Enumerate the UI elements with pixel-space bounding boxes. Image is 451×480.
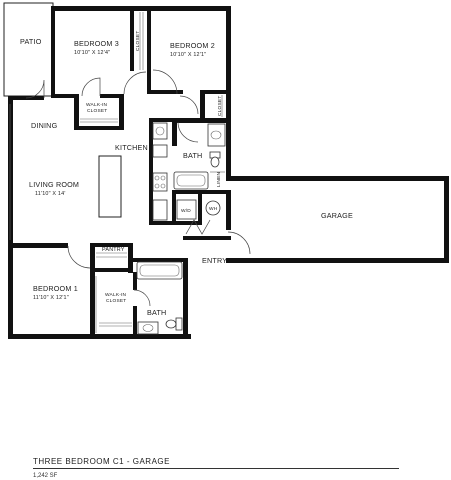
door-swings <box>25 69 251 307</box>
label-bath-upper: BATH <box>183 151 202 160</box>
label-living-room: LIVING ROOM <box>29 180 79 189</box>
label-walkin-closet-top-1: WALK-IN <box>86 102 108 108</box>
label-washer-dryer: W/D <box>181 208 191 214</box>
label-bedroom-2: BEDROOM 2 <box>170 41 215 50</box>
caption-divider <box>33 468 399 469</box>
label-patio: PATIO <box>20 37 42 46</box>
label-pantry: PANTRY <box>102 247 125 253</box>
label-bedroom-3: BEDROOM 3 <box>74 39 119 48</box>
label-water-heater: WH <box>209 206 218 212</box>
label-bedroom-3-dims: 10'10" X 12'4" <box>74 50 110 56</box>
label-living-room-dims: 11'10" X 14' <box>35 191 66 197</box>
label-bath-lower: BATH <box>147 308 166 317</box>
label-linen: LINEN <box>216 172 222 187</box>
plan-area: 1,242 SF <box>33 473 58 479</box>
label-bedroom-1-dims: 11'10" X 12'1" <box>33 295 69 301</box>
label-dining: DINING <box>31 121 58 130</box>
label-walkin-closet-top-2: CLOSET <box>87 108 107 114</box>
label-closet-top: CLOSET <box>135 31 141 51</box>
label-entry: ENTRY <box>202 256 227 265</box>
label-kitchen: KITCHEN <box>115 143 148 152</box>
label-garage: GARAGE <box>321 211 353 220</box>
plan-title: THREE BEDROOM C1 - GARAGE <box>33 457 170 466</box>
room-labels: PATIO BEDROOM 3 10'10" X 12'4" BEDROOM 2… <box>20 31 353 317</box>
label-closet-right: CLOSET <box>217 96 223 116</box>
label-bedroom-1: BEDROOM 1 <box>33 284 78 293</box>
label-walkin-closet-bottom-1: WALK-IN <box>105 292 127 298</box>
label-walkin-closet-bottom-2: CLOSET <box>106 298 126 304</box>
exterior-walls <box>3 2 449 339</box>
label-bedroom-2-dims: 10'10" X 12'1" <box>170 52 206 58</box>
fixtures <box>9 12 226 335</box>
